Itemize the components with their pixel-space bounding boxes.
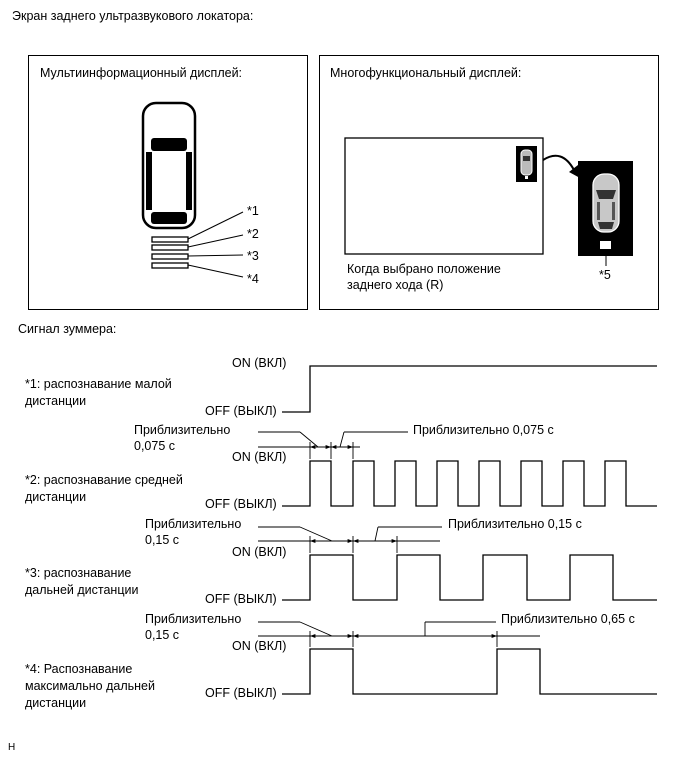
sensor-bar-3 xyxy=(151,253,189,260)
row4-dimensions xyxy=(258,621,540,647)
waveform-2 xyxy=(282,460,657,507)
row2-desc-line1: *2: распознавание средней xyxy=(25,473,183,487)
callout-5: *5 xyxy=(599,268,611,282)
row4-desc-line1: *4: Распознавание xyxy=(25,662,133,676)
callout-3: *3 xyxy=(247,249,259,263)
row2-approx-right: Приблизительно 0,075 с xyxy=(413,423,554,437)
row3-dimensions xyxy=(258,526,442,553)
car-icon xyxy=(141,101,197,230)
reverse-caption-line1: Когда выбрано положение xyxy=(347,262,501,276)
waveform-3 xyxy=(282,554,657,601)
row4-approx-right: Приблизительно 0,65 с xyxy=(501,612,635,626)
multifunction-display-title: Многофункциональный дисплей: xyxy=(330,66,522,80)
buzzer-title: Сигнал зуммера: xyxy=(18,322,117,336)
row3-approx-left-1: Приблизительно xyxy=(145,517,242,531)
sensor-bars xyxy=(151,236,189,269)
row3-approx-right: Приблизительно 0,15 с xyxy=(448,517,582,531)
row2-dimensions xyxy=(258,431,408,459)
row1-on-label: ON (ВКЛ) xyxy=(232,356,287,370)
row4-approx-left-1: Приблизительно xyxy=(145,612,242,626)
row4-on-label: ON (ВКЛ) xyxy=(232,639,287,653)
waveform-4 xyxy=(282,648,657,695)
row2-on-label: ON (ВКЛ) xyxy=(232,450,287,464)
sensor-bar-1 xyxy=(151,236,189,243)
callout-1: *1 xyxy=(247,204,259,218)
row1-desc-line1: *1: распознавание малой xyxy=(25,377,172,391)
callout-2: *2 xyxy=(247,227,259,241)
multifunction-display-panel xyxy=(319,55,659,310)
waveform-1 xyxy=(282,365,657,413)
sensor-bar-4 xyxy=(151,262,189,269)
row3-desc-line2: дальней дистанции xyxy=(25,583,139,597)
footer-mark: H xyxy=(8,742,16,753)
row4-desc-line3: дистанции xyxy=(25,696,87,710)
row4-approx-left-2: 0,15 с xyxy=(145,628,180,642)
row1-off-label: OFF (ВЫКЛ) xyxy=(205,404,277,418)
callout-4: *4 xyxy=(247,272,259,286)
reverse-caption-line2: заднего хода (R) xyxy=(347,278,444,292)
row3-approx-left-2: 0,15 с xyxy=(145,533,180,547)
row2-approx-left-1: Приблизительно xyxy=(134,423,231,437)
row3-desc-line1: *3: распознавание xyxy=(25,566,132,580)
row3-on-label: ON (ВКЛ) xyxy=(232,545,287,559)
page-heading: Экран заднего ультразвукового локатора: xyxy=(12,9,254,23)
sensor-bar-2 xyxy=(151,244,189,251)
small-car-thumbnail xyxy=(516,146,537,182)
callout-leaders xyxy=(187,211,244,278)
waveforms xyxy=(282,365,657,695)
multi-info-display-title: Мультиинформационный дисплей: xyxy=(40,66,243,80)
zoom-arrow xyxy=(542,154,575,171)
row1-desc-line2: дистанции xyxy=(25,394,87,408)
row3-off-label: OFF (ВЫКЛ) xyxy=(205,592,277,606)
row2-off-label: OFF (ВЫКЛ) xyxy=(205,497,277,511)
display-screen xyxy=(344,137,544,255)
enlarged-car-icon xyxy=(578,161,633,256)
row4-desc-line2: максимально дальней xyxy=(25,679,155,693)
multi-info-display-panel xyxy=(28,55,308,310)
row4-off-label: OFF (ВЫКЛ) xyxy=(205,686,277,700)
row2-approx-left-2: 0,075 с xyxy=(134,439,176,453)
row2-desc-line2: дистанции xyxy=(25,490,87,504)
